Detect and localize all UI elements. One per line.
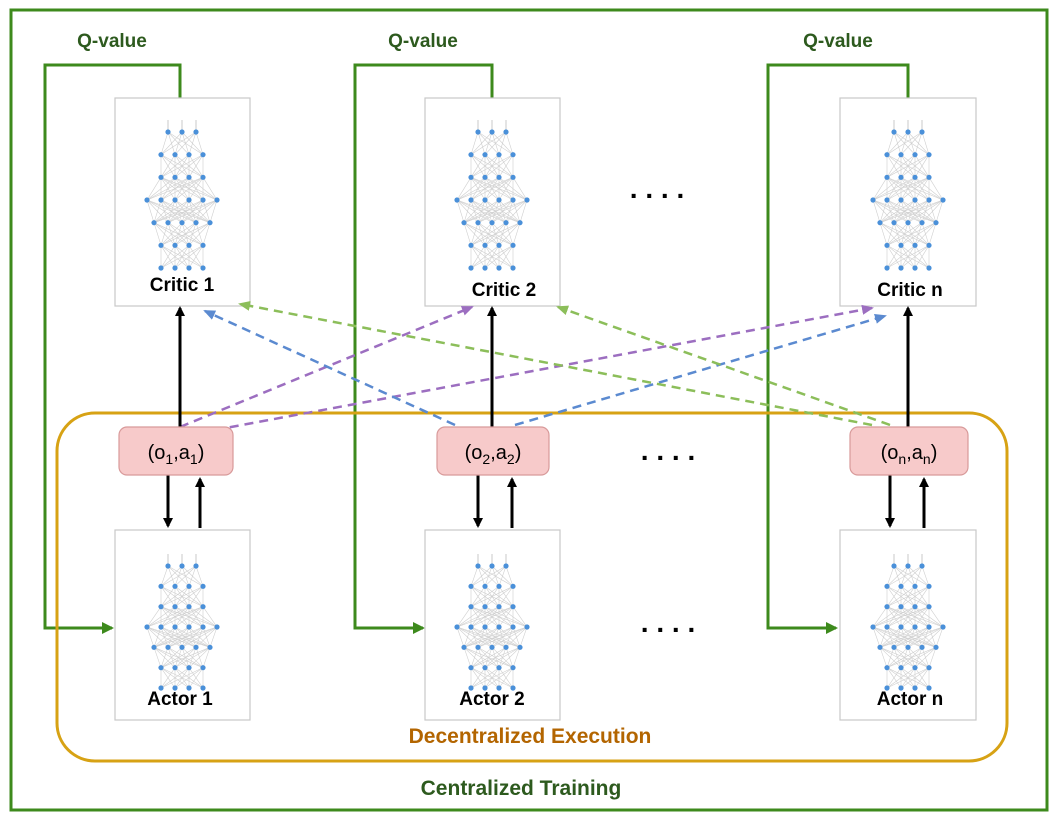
arrow-o2-to-critic1 [203, 309, 456, 427]
ellipsis-critics: . . . . [630, 173, 684, 204]
decentralized-execution-label: Decentralized Execution [409, 725, 652, 748]
q-value-loops [43, 63, 910, 634]
obs-action-1-label: (o1,a1) [148, 442, 205, 467]
arrow-on-to-critic2 [556, 305, 891, 427]
critic-1-label: Critic 1 [150, 275, 215, 296]
actor-1-label: Actor 1 [147, 689, 213, 710]
ellipsis-actors: . . . . [641, 607, 695, 638]
obs-action-n-label: (on,an) [881, 442, 938, 467]
obs-action-nodes: (o1,a1) (o2,a2) (on,an) [118, 426, 969, 476]
critic-n-label: Critic n [877, 280, 942, 301]
critic-networks [114, 97, 977, 307]
q-loop-2 [353, 63, 494, 634]
actor-networks [114, 529, 977, 721]
arrow-o2-to-criticn [514, 314, 887, 427]
critic-1-net [144, 120, 220, 271]
obs-action-2-label: (o2,a2) [465, 442, 522, 467]
actor-2-label: Actor 2 [459, 689, 524, 710]
q-loop-1 [43, 63, 182, 634]
q-value-label-2: Q-value [388, 31, 458, 52]
q-value-label-n: Q-value [803, 31, 873, 52]
critic-2-label: Critic 2 [472, 280, 536, 301]
dashed-arrows [179, 300, 891, 432]
solid-arrows [163, 306, 929, 528]
critic-2-net [454, 120, 530, 271]
critic-n-net [870, 120, 946, 271]
actor-2-net [454, 554, 530, 691]
q-value-label-1: Q-value [77, 31, 147, 52]
obs-action-1: (o1,a1) [118, 426, 234, 476]
q-loop-n [766, 63, 910, 634]
text-labels: Q-value Q-value Q-value Critic 1 Critic … [77, 31, 943, 800]
ellipsis-obs: . . . . [641, 435, 695, 466]
actor-1-net [144, 554, 220, 691]
arrow-o1-to-criticn [214, 304, 874, 432]
actor-n-net [870, 554, 946, 691]
decentralized-execution-frame [55, 411, 1009, 763]
obs-action-n: (on,an) [849, 426, 969, 476]
actor-n-label: Actor n [877, 689, 944, 710]
centralized-training-label: Centralized Training [421, 777, 622, 800]
actor-1-box [114, 529, 251, 721]
centralized-training-frame [9, 8, 1049, 812]
actor-2-box [424, 529, 561, 721]
obs-action-2: (o2,a2) [436, 426, 550, 476]
arrow-on-to-critic1 [238, 300, 873, 427]
critic-2-box [424, 97, 561, 307]
neural-net-drawings [144, 120, 946, 691]
